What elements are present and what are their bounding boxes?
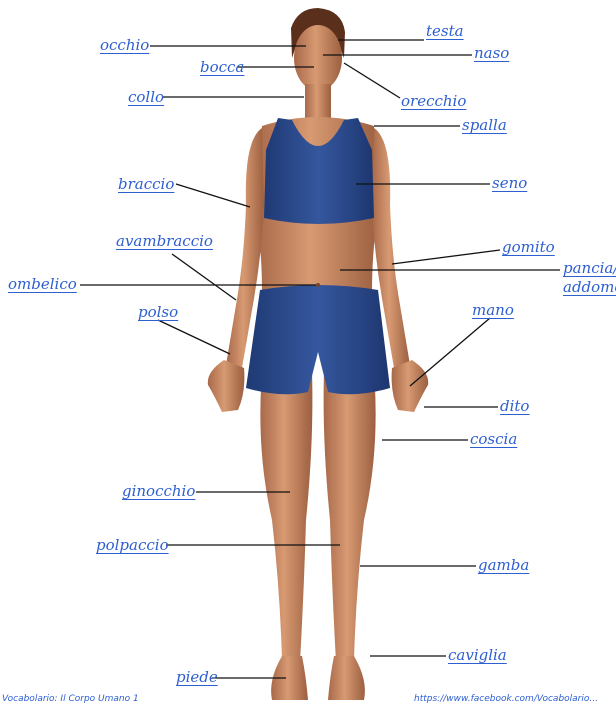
label-coscia[interactable]: coscia [470,430,517,448]
label-ginocchio[interactable]: ginocchio [122,482,195,500]
label-gomito[interactable]: gomito [502,238,555,256]
label-bocca[interactable]: bocca [200,58,244,76]
label-caviglia[interactable]: caviglia [448,646,507,664]
label-polso[interactable]: polso [138,303,178,321]
label-orecchio[interactable]: orecchio [401,92,466,110]
footer-right-link[interactable]: https://www.facebook.com/Vocabolario... [414,694,598,704]
line-orecchio [344,63,400,98]
label-avambraccio[interactable]: avambraccio [116,232,213,250]
label-mano[interactable]: mano [472,301,514,319]
label-gamba[interactable]: gamba [478,556,529,574]
label-addome[interactable]: addome [563,279,616,296]
label-ombelico[interactable]: ombelico [8,275,77,293]
label-pancia[interactable]: pancia/ [563,260,616,277]
label-naso[interactable]: naso [474,44,509,62]
line-gomito [392,250,500,264]
label-dito[interactable]: dito [500,397,529,415]
label-seno[interactable]: seno [492,174,527,192]
label-polpaccio[interactable]: polpaccio [96,536,169,554]
label-braccio[interactable]: braccio [118,175,174,193]
label-testa[interactable]: testa [426,22,464,40]
footer-left-text: Vocabolario: Il Corpo Umano 1 [2,694,139,704]
line-mano [410,318,490,386]
label-occhio[interactable]: occhio [100,36,149,54]
label-piede[interactable]: piede [176,668,218,686]
line-braccio [176,184,250,207]
label-collo[interactable]: collo [128,88,164,106]
line-polso [158,320,230,354]
line-avambraccio [172,254,236,300]
label-spalla[interactable]: spalla [462,116,507,134]
